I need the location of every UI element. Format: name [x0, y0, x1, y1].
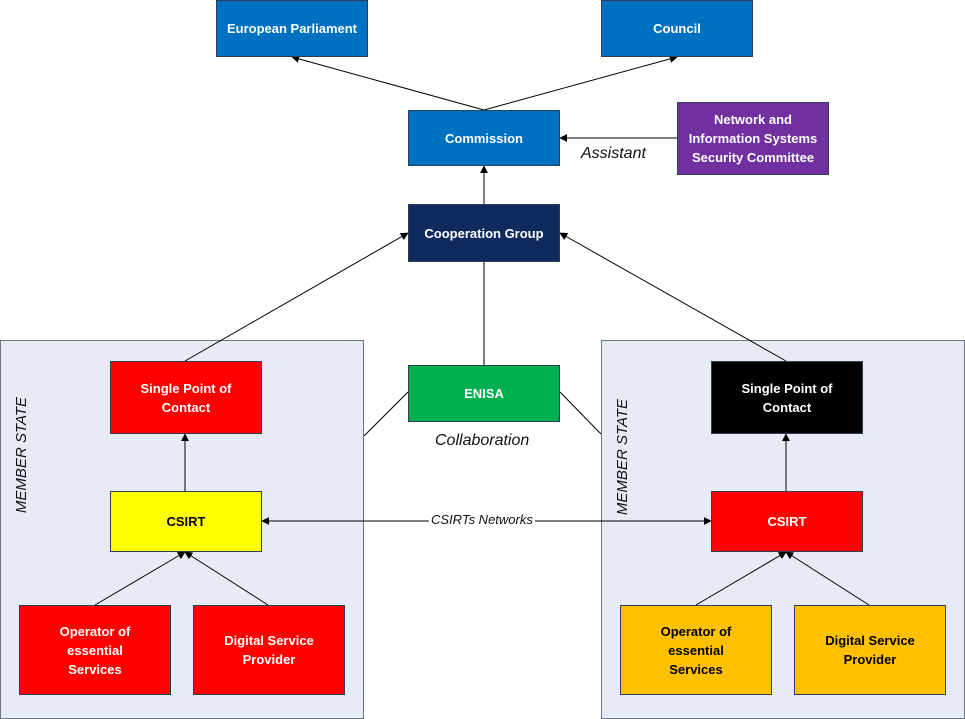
- node-digital-service-provider-left: Digital Service Provider: [193, 605, 345, 695]
- node-council: Council: [601, 0, 753, 57]
- node-csirt-right: CSIRT: [711, 491, 863, 552]
- edge-ops-left-csirt-left: [94, 551, 186, 606]
- node-operator-essential-services-left: Operator of essential Services: [19, 605, 171, 695]
- edge-spoc-right-cooperation: [559, 232, 787, 362]
- node-nis-committee: Network and Information Systems Security…: [677, 102, 829, 175]
- edge-dsp-right-csirt-right: [785, 551, 870, 606]
- edge-enisa-member-left: [363, 391, 409, 437]
- label-assistant: Assistant: [581, 145, 646, 162]
- label-collaboration: Collaboration: [435, 432, 530, 449]
- node-csirt-left: CSIRT: [110, 491, 262, 552]
- edge-ops-right-csirt-right: [695, 551, 787, 606]
- edge-commission-parliament: [291, 55, 485, 111]
- edge-dsp-left-csirt-left: [184, 551, 269, 606]
- node-digital-service-provider-right: Digital Service Provider: [794, 605, 946, 695]
- node-cooperation-group: Cooperation Group: [408, 204, 560, 262]
- edge-commission-council: [483, 55, 678, 111]
- node-commission: Commission: [408, 110, 560, 166]
- node-european-parliament: European Parliament: [216, 0, 368, 57]
- node-single-point-of-contact-right: Single Point of Contact: [711, 361, 863, 434]
- edge-enisa-member-right: [559, 391, 602, 435]
- node-operator-essential-services-right: Operator of essential Services: [620, 605, 772, 695]
- edge-spoc-left-cooperation: [184, 232, 409, 362]
- node-single-point-of-contact-left: Single Point of Contact: [110, 361, 262, 434]
- label-csirts-networks: CSIRTs Networks: [429, 512, 535, 527]
- node-enisa: ENISA: [408, 365, 560, 422]
